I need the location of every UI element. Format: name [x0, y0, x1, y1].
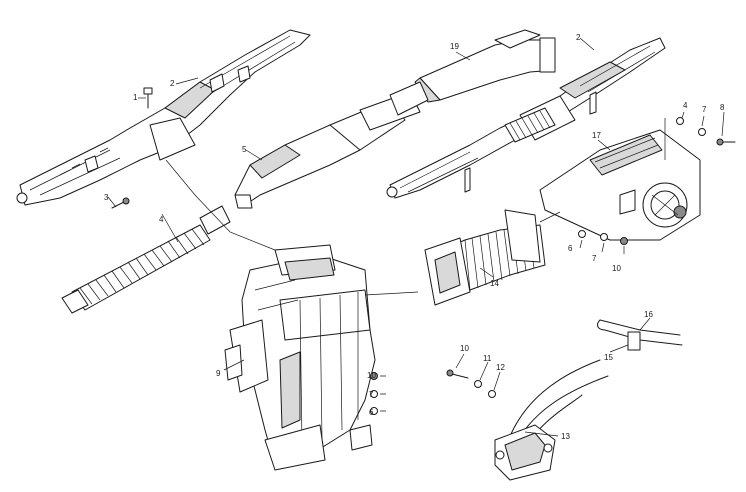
leader-lines	[107, 37, 725, 437]
label-2-right: 2	[576, 33, 581, 42]
fastener-stack-control	[446, 369, 496, 398]
actuator-housing-part-17	[539, 129, 701, 241]
label-6-actuator: 6	[568, 244, 573, 253]
part-labels: 1 2 2 3 4 4 5 6 6 7 7 7 8 9 10 10 10 11 …	[104, 33, 725, 441]
label-2-left: 2	[170, 79, 175, 88]
wire-clip-part-15-16	[597, 319, 683, 351]
label-9: 9	[216, 369, 221, 378]
label-1: 1	[133, 93, 138, 102]
label-4-washer: 4	[683, 101, 688, 110]
label-3: 3	[104, 193, 109, 202]
label-10-control: 10	[460, 344, 469, 353]
label-13: 13	[561, 432, 570, 441]
bellows-duct-part-14	[424, 209, 546, 306]
label-15: 15	[604, 353, 613, 362]
fastener-stack-heater	[370, 372, 378, 415]
label-17: 17	[592, 131, 601, 140]
label-14: 14	[490, 279, 499, 288]
label-12: 12	[496, 363, 505, 372]
label-11: 11	[483, 354, 492, 363]
label-10-actuator: 10	[612, 264, 621, 273]
control-assembly-part-13	[494, 359, 609, 481]
left-duct-bracket	[16, 29, 311, 206]
screw-part-1	[143, 87, 153, 109]
connector-spring	[504, 107, 556, 143]
label-7-heater: 7	[369, 390, 374, 399]
fastener-stack-right-top	[676, 117, 736, 146]
fastener-stack-actuator	[578, 230, 628, 245]
top-duct-part-19	[389, 29, 556, 116]
label-10-heater: 10	[367, 371, 376, 380]
label-7-actuator: 7	[592, 254, 597, 263]
heater-unit-part-9	[224, 244, 376, 471]
label-6-heater: 6	[369, 408, 374, 417]
label-19: 19	[450, 42, 459, 51]
label-5: 5	[242, 145, 247, 154]
label-4-hose: 4	[159, 215, 164, 224]
corrugated-hose-left	[61, 205, 231, 314]
label-16: 16	[644, 310, 653, 319]
label-7-top: 7	[702, 105, 707, 114]
label-8: 8	[720, 103, 725, 112]
screw-part-3	[111, 197, 130, 209]
